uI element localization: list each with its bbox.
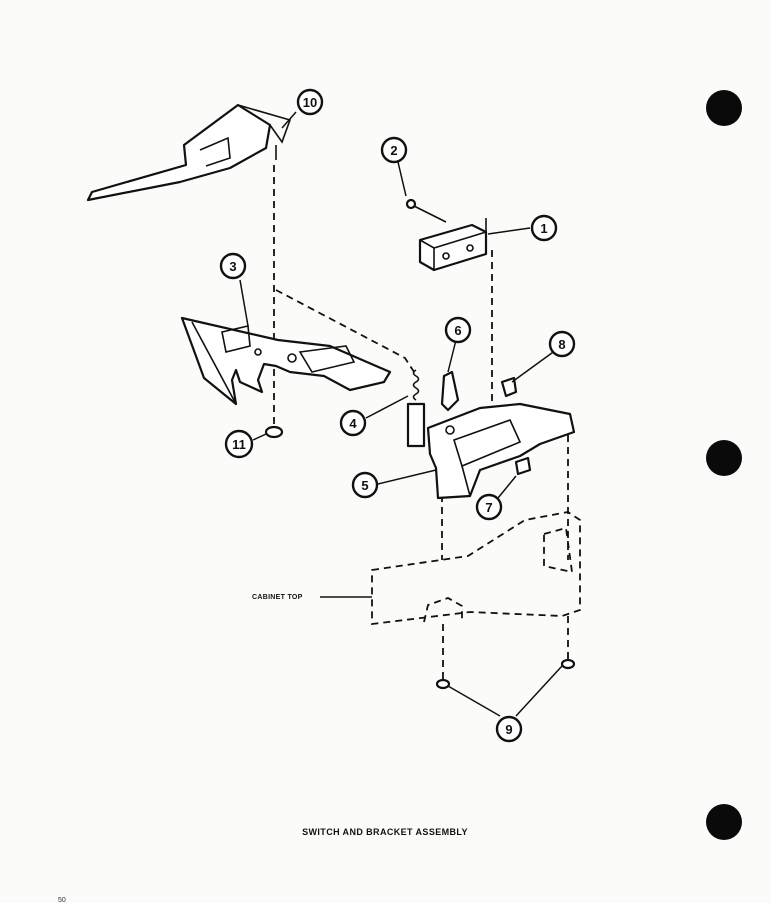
callout-1: 1 xyxy=(530,214,558,242)
part-11-nut xyxy=(264,425,284,439)
callout-8: 8 xyxy=(548,330,576,358)
svg-text:6: 6 xyxy=(454,323,461,338)
diagram-caption: SWITCH AND BRACKET ASSEMBLY xyxy=(302,827,468,837)
callout-2: 2 xyxy=(380,136,408,164)
callout-6: 6 xyxy=(444,316,472,344)
punch-hole-top xyxy=(706,90,742,126)
part-2-screw xyxy=(405,198,447,223)
part-5-switch-bracket xyxy=(426,402,576,500)
svg-text:5: 5 xyxy=(361,478,368,493)
assembly-dashed-lines xyxy=(273,165,581,680)
part-4-spring xyxy=(406,369,426,448)
svg-text:2: 2 xyxy=(390,143,397,158)
punch-hole-middle xyxy=(706,440,742,476)
part-6-clip xyxy=(440,370,460,412)
part-10-lever xyxy=(86,103,292,202)
svg-text:4: 4 xyxy=(349,416,357,431)
cabinet-top-label: CABINET TOP xyxy=(252,594,303,601)
callout-5: 5 xyxy=(351,471,379,499)
callout-11: 11 xyxy=(224,429,254,459)
svg-text:11: 11 xyxy=(232,437,246,452)
part-7-tab xyxy=(514,456,532,476)
punch-hole-bottom xyxy=(706,804,742,840)
callout-10: 10 xyxy=(296,88,324,116)
leader-lines xyxy=(239,111,563,717)
svg-text:10: 10 xyxy=(303,95,317,110)
part-1-switch xyxy=(418,218,488,272)
callout-9: 9 xyxy=(495,715,523,743)
callout-7: 7 xyxy=(475,493,503,521)
callout-4: 4 xyxy=(339,409,367,437)
svg-text:1: 1 xyxy=(540,221,547,236)
svg-text:9: 9 xyxy=(505,722,512,737)
callout-3: 3 xyxy=(219,252,247,280)
svg-text:3: 3 xyxy=(229,259,236,274)
part-9-screws xyxy=(435,658,576,690)
svg-text:7: 7 xyxy=(485,500,492,515)
svg-text:8: 8 xyxy=(558,337,565,352)
part-3-bracket xyxy=(180,316,392,406)
page-mark: 50 xyxy=(58,897,66,903)
